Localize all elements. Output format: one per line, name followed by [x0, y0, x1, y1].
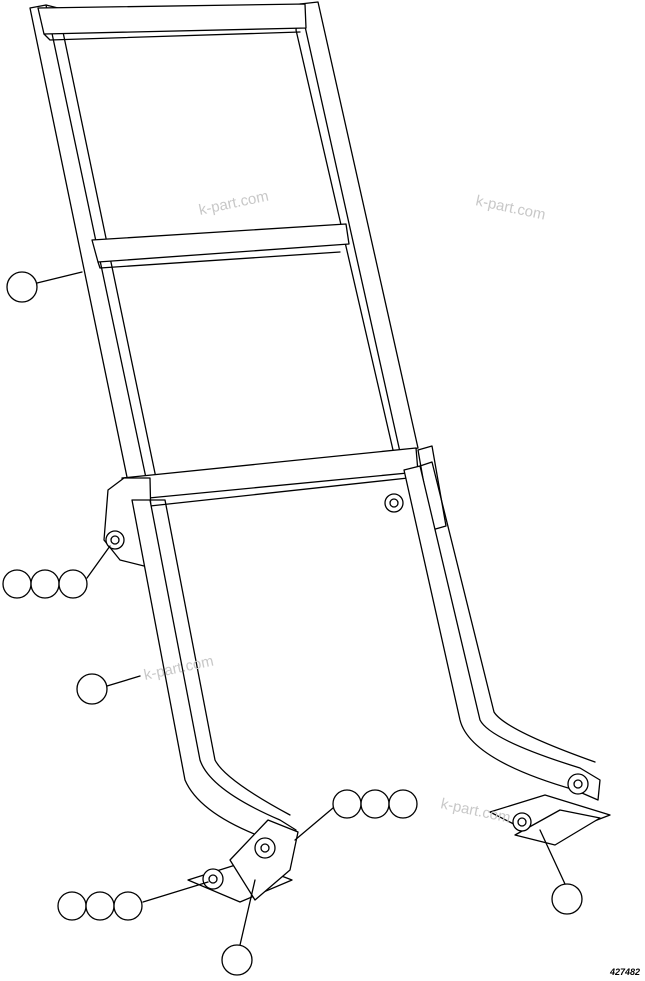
middle-step — [91, 223, 350, 263]
bottom-step — [121, 447, 419, 501]
bolt-icon — [567, 773, 589, 795]
top-step — [37, 3, 307, 35]
left-lower-leg — [131, 499, 297, 851]
right-rail — [299, 1, 419, 453]
right-lower-leg — [403, 465, 601, 801]
ladder-drawing — [29, 1, 611, 903]
watermark: k-part.com — [474, 192, 547, 223]
callout-bubble — [76, 673, 108, 705]
bolt-icon — [512, 812, 532, 832]
callout-bubble — [2, 569, 32, 599]
left-foot-bracket — [229, 819, 299, 901]
callout-bubble — [85, 891, 115, 921]
reference-number: 427482 — [609, 967, 640, 977]
watermark: k-part.com — [197, 188, 270, 219]
callout-bubble — [360, 789, 390, 819]
callout-bubble — [221, 944, 253, 976]
callout-bubbles — [2, 271, 583, 976]
callout-bubble — [58, 569, 88, 599]
bolt-icon — [105, 530, 125, 550]
bolt-icon — [202, 868, 224, 890]
callout-bubble — [6, 271, 38, 303]
bolt-icon — [384, 493, 404, 513]
watermark: k-part.com — [439, 795, 512, 826]
bolt-icon — [254, 837, 276, 859]
callout-bubble — [332, 789, 362, 819]
callout-bubble — [551, 883, 583, 915]
callout-leaders — [36, 271, 566, 946]
callout-bubble — [57, 891, 87, 921]
callout-bubble — [388, 789, 418, 819]
callout-bubble — [113, 891, 143, 921]
callout-bubble — [30, 569, 60, 599]
